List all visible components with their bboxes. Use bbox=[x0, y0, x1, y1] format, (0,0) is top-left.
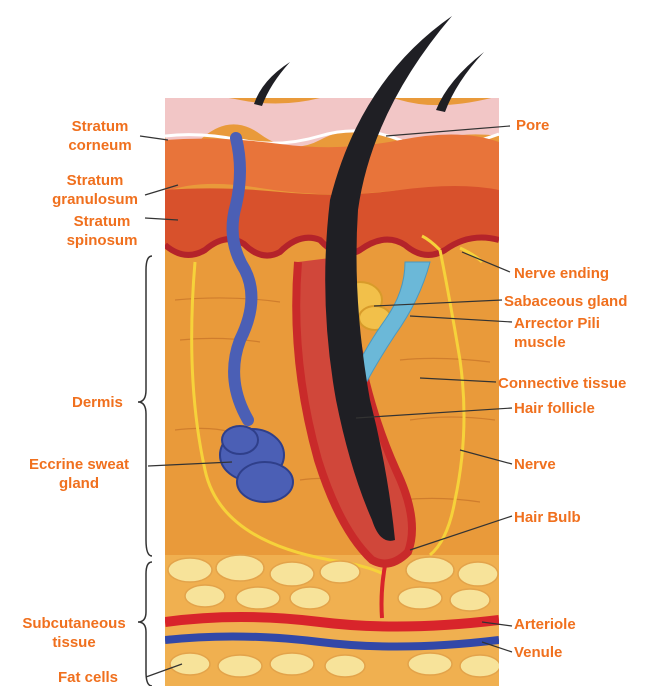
label-stratum-corneum: Stratumcorneum bbox=[54, 117, 146, 155]
label-venule: Venule bbox=[514, 643, 562, 662]
label-nerve-ending: Nerve ending bbox=[514, 264, 609, 283]
label-connective-tissue: Connective tissue bbox=[498, 374, 626, 393]
label-fat-cells: Fat cells bbox=[58, 668, 118, 687]
label-stratum-spinosum: Stratumspinosum bbox=[56, 212, 148, 250]
label-hair-bulb: Hair Bulb bbox=[514, 508, 581, 527]
label-pore: Pore bbox=[516, 116, 549, 135]
label-eccrine-sweat-gland: Eccrine sweatgland bbox=[12, 455, 146, 493]
label-nerve: Nerve bbox=[514, 455, 556, 474]
label-arrector-pili-muscle: Arrector Pilimuscle bbox=[514, 314, 600, 352]
label-stratum-granulosum: Stratumgranulosum bbox=[40, 171, 150, 209]
label-arteriole: Arteriole bbox=[514, 615, 576, 634]
dermis-brace bbox=[138, 256, 152, 556]
label-sebaceous-gland: Sabaceous gland bbox=[504, 292, 627, 311]
label-hair-follicle: Hair follicle bbox=[514, 399, 595, 418]
skin-block bbox=[165, 93, 500, 686]
label-subcutaneous-tissue: Subcutaneoustissue bbox=[6, 614, 142, 652]
label-dermis: Dermis bbox=[72, 393, 123, 412]
